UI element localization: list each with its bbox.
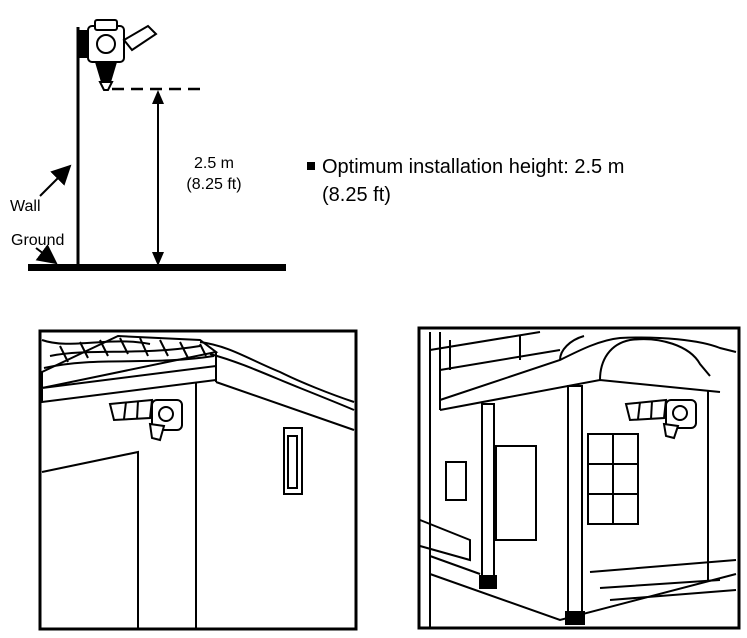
note-line2: (8.25 ft): [322, 184, 391, 206]
wall-label: Wall: [10, 198, 41, 215]
note-line1: Optimum installation height: 2.5 m: [322, 156, 625, 178]
wall-pointer-arrow: [39, 164, 72, 197]
illustration-wall-corner: [38, 329, 358, 631]
floodlight-icon-left: [108, 398, 183, 442]
floodlight-icon: [78, 19, 158, 91]
ground-label: Ground: [11, 232, 64, 249]
ground-pointer-arrow: [35, 244, 58, 265]
height-arrow-head-down: [152, 252, 164, 266]
panel-frame-left: [38, 329, 358, 631]
panel-frame-right: [417, 326, 741, 630]
illustration-porch: [417, 326, 741, 630]
floodlight-icon-right: [624, 398, 697, 440]
height-imperial-label: (8.25 ft): [186, 176, 241, 193]
installation-note: Optimum installation height: 2.5 m (8.25…: [307, 153, 727, 209]
bullet-icon: [307, 162, 315, 170]
height-arrow-head-up: [152, 90, 164, 104]
ground-line: [28, 264, 286, 271]
height-diagram: 2.5 m (8.25 ft) Wall Ground: [10, 19, 286, 271]
height-metric-label: 2.5 m: [194, 155, 234, 172]
